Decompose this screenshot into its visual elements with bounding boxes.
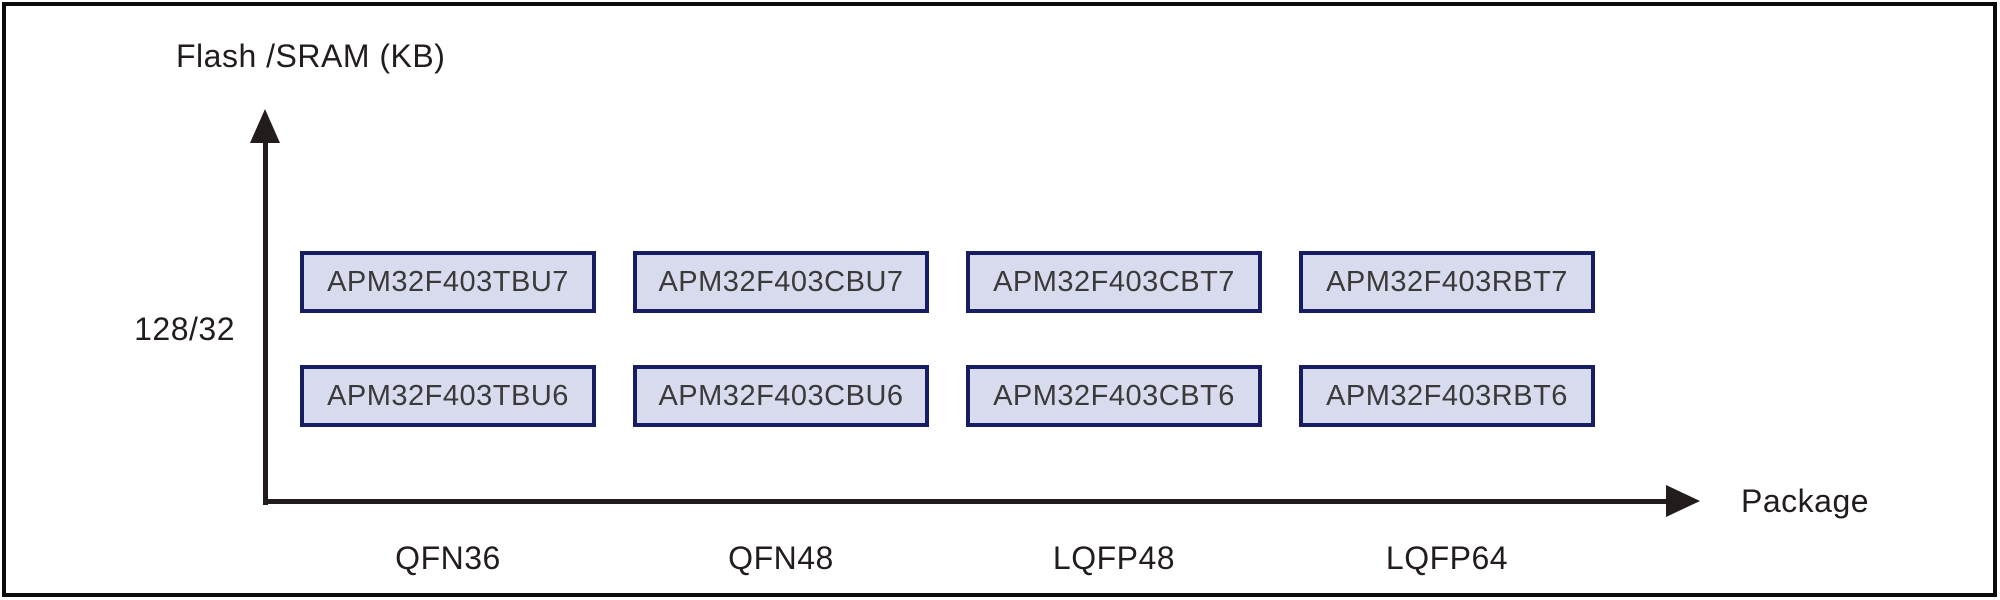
- device-box: APM32F403CBU7: [633, 251, 929, 313]
- y-tick-128-32: 128/32: [134, 311, 235, 347]
- x-axis-line: [263, 499, 1670, 504]
- y-axis-arrowhead-icon: [250, 109, 280, 143]
- device-label: APM32F403RBT7: [1326, 265, 1568, 298]
- x-axis-label: Package: [1741, 483, 1870, 519]
- device-label: APM32F403CBT7: [993, 265, 1235, 298]
- device-label: APM32F403CBT6: [993, 379, 1235, 412]
- device-label: APM32F403CBU7: [658, 265, 904, 298]
- x-tick-label: LQFP64: [1385, 540, 1509, 576]
- x-tick-label: LQFP48: [1052, 540, 1176, 576]
- device-label: APM32F403TBU7: [327, 265, 569, 298]
- device-box: APM32F403CBU6: [633, 365, 929, 427]
- device-label: APM32F403TBU6: [327, 379, 569, 412]
- device-label: APM32F403CBU6: [658, 379, 904, 412]
- device-box: APM32F403CBT6: [966, 365, 1262, 427]
- device-box: APM32F403RBT7: [1299, 251, 1595, 313]
- device-box: APM32F403CBT7: [966, 251, 1262, 313]
- y-axis-title: Flash /SRAM (KB): [176, 38, 446, 74]
- x-axis-arrowhead-icon: [1666, 485, 1700, 517]
- x-tick-label: QFN36: [395, 540, 501, 576]
- device-box: APM32F403TBU7: [300, 251, 596, 313]
- x-tick-label: QFN48: [728, 540, 834, 576]
- device-label: APM32F403RBT6: [1326, 379, 1568, 412]
- y-axis-line: [263, 138, 268, 505]
- device-box: APM32F403RBT6: [1299, 365, 1595, 427]
- device-box: APM32F403TBU6: [300, 365, 596, 427]
